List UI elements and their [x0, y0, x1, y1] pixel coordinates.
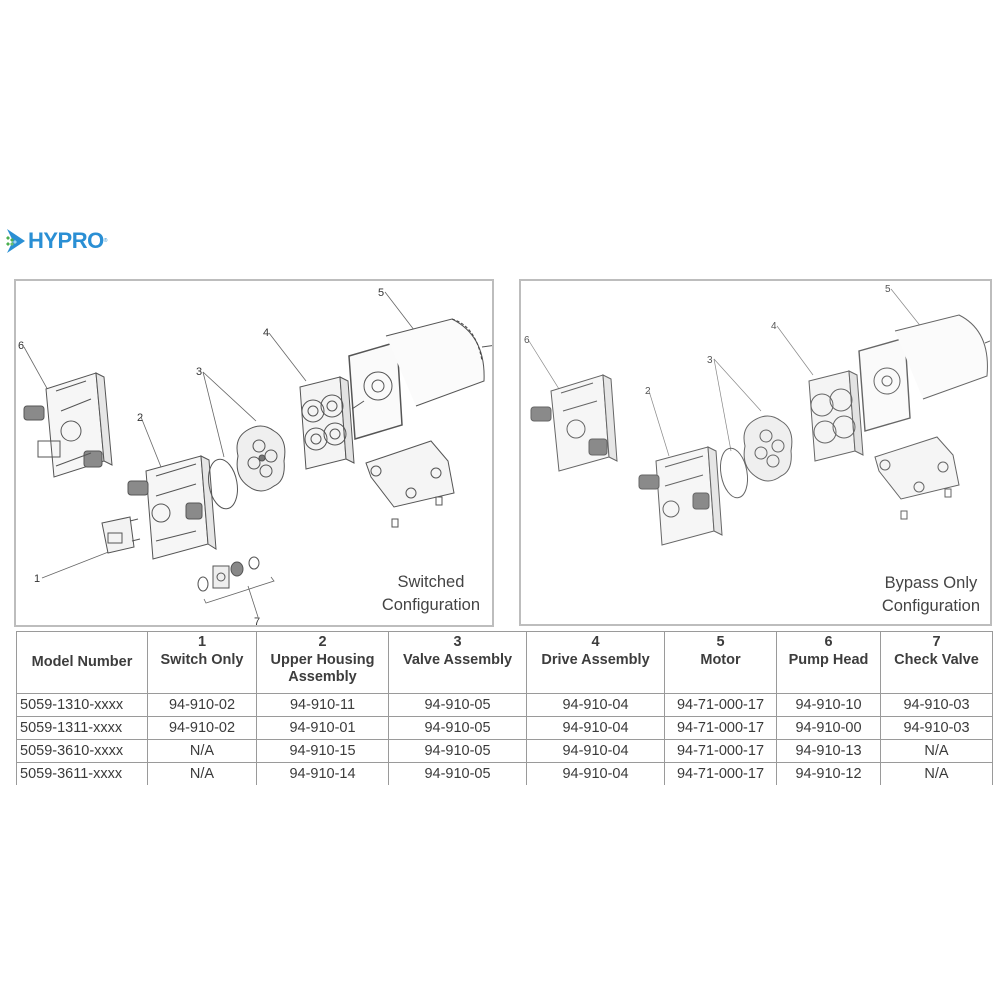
drive-assembly-cell: 94-910-04: [526, 762, 665, 785]
switch-only-cell: 94-910-02: [147, 693, 257, 717]
column-header-valve-assembly: 3 Valve Assembly: [388, 631, 527, 694]
valve-assembly-cell: 94-910-05: [388, 693, 527, 717]
exploded-pump-diagram-bypass: 6 2 3 4 5: [524, 284, 990, 546]
valve-assembly-cell: 94-910-05: [388, 762, 527, 785]
valve-assembly-cell: 94-910-05: [388, 716, 527, 740]
column-number: 4: [591, 634, 600, 650]
svg-text:2: 2: [645, 386, 651, 397]
brand-name: HYPRO: [28, 228, 104, 253]
table-row: 5059-1311-xxxx 94-910-02 94-910-01 94-91…: [16, 716, 993, 740]
svg-text:1: 1: [34, 573, 40, 585]
check-valve-cell: 94-910-03: [880, 716, 993, 740]
column-number: 5: [716, 634, 725, 650]
column-label: Pump Head: [788, 651, 869, 668]
table-row: 5059-3611-xxxx N/A 94-910-14 94-910-05 9…: [16, 762, 993, 785]
column-header-check-valve: 7 Check Valve: [880, 631, 993, 694]
svg-text:6: 6: [18, 340, 24, 352]
svg-text:4: 4: [771, 321, 777, 332]
diagram-caption: Bypass Only Configuration: [882, 572, 980, 618]
table-header-row: Model Number 1 Switch Only 2 Upper Housi…: [16, 631, 993, 694]
column-label: Model Number: [31, 653, 133, 670]
motor-cell: 94-71-000-17: [664, 762, 777, 785]
model-number-cell: 5059-1310-xxxx: [16, 693, 148, 717]
column-label: Switch Only: [160, 651, 244, 668]
upper-housing-cell: 94-910-14: [256, 762, 389, 785]
diagram-caption: Switched Configuration: [382, 571, 480, 617]
upper-housing-cell: 94-910-01: [256, 716, 389, 740]
pump-head-cell: 94-910-00: [776, 716, 881, 740]
check-valve-cell: N/A: [880, 739, 993, 763]
motor-cell: 94-71-000-17: [664, 693, 777, 717]
column-header-model-number: Model Number: [16, 631, 148, 694]
switch-only-cell: 94-910-02: [147, 716, 257, 740]
svg-text:7: 7: [254, 616, 260, 625]
svg-text:5: 5: [885, 284, 891, 295]
model-number-cell: 5059-3610-xxxx: [16, 739, 148, 763]
svg-text:5: 5: [378, 287, 384, 299]
switch-only-cell: N/A: [147, 762, 257, 785]
drive-assembly-cell: 94-910-04: [526, 716, 665, 740]
column-label: Upper Housing Assembly: [270, 651, 375, 686]
column-label: Check Valve: [894, 651, 979, 668]
column-header-motor: 5 Motor: [664, 631, 777, 694]
caption-line-2: Configuration: [881, 597, 980, 615]
column-number: 7: [932, 634, 941, 650]
pump-head-cell: 94-910-10: [776, 693, 881, 717]
upper-housing-cell: 94-910-15: [256, 739, 389, 763]
motor-cell: 94-71-000-17: [664, 716, 777, 740]
registered-mark: ®: [103, 238, 108, 244]
column-header-pump-head: 6 Pump Head: [776, 631, 881, 694]
model-number-cell: 5059-1311-xxxx: [16, 716, 148, 740]
svg-text:3: 3: [196, 366, 202, 378]
caption-line-1: Switched: [397, 573, 465, 591]
pump-head-cell: 94-910-12: [776, 762, 881, 785]
pump-head-cell: 94-910-13: [776, 739, 881, 763]
svg-text:4: 4: [263, 327, 269, 339]
column-number: 3: [453, 634, 462, 650]
check-valve-cell: N/A: [880, 762, 993, 785]
parts-table: Model Number 1 Switch Only 2 Upper Housi…: [16, 631, 993, 785]
column-label: Valve Assembly: [402, 651, 513, 668]
svg-text:6: 6: [524, 335, 530, 346]
model-number-cell: 5059-3611-xxxx: [16, 762, 148, 785]
valve-assembly-cell: 94-910-05: [388, 739, 527, 763]
hypro-chevron-icon: [4, 227, 26, 255]
column-label: Motor: [700, 651, 741, 668]
svg-text:2: 2: [137, 412, 143, 424]
switch-only-cell: N/A: [147, 739, 257, 763]
column-number: 1: [197, 634, 207, 650]
column-header-drive-assembly: 4 Drive Assembly: [526, 631, 665, 694]
svg-text:3: 3: [707, 355, 713, 366]
caption-line-1: Bypass Only: [884, 574, 978, 592]
table-row: 5059-3610-xxxx N/A 94-910-15 94-910-05 9…: [16, 739, 993, 763]
column-label: Drive Assembly: [541, 651, 650, 668]
table-row: 5059-1310-xxxx 94-910-02 94-910-11 94-91…: [16, 693, 993, 717]
drive-assembly-cell: 94-910-04: [526, 739, 665, 763]
check-valve-cell: 94-910-03: [880, 693, 993, 717]
hypro-logo: HYPRO®: [4, 224, 107, 258]
diagram-bypass-only-configuration: 6 2 3 4 5 Bypass Only Configuration: [519, 279, 992, 626]
column-header-switch-only: 1 Switch Only: [147, 631, 257, 694]
drive-assembly-cell: 94-910-04: [526, 693, 665, 717]
column-number: 6: [824, 634, 833, 650]
motor-cell: 94-71-000-17: [664, 739, 777, 763]
column-number: 2: [318, 634, 327, 650]
diagram-switched-configuration: 6 2 3 4 5 1 7 Switched Configuration: [14, 279, 494, 627]
exploded-pump-diagram-switched: 6 2 3 4 5 1 7: [18, 287, 492, 625]
upper-housing-cell: 94-910-11: [256, 693, 389, 717]
caption-line-2: Configuration: [381, 596, 480, 614]
column-header-upper-housing-assembly: 2 Upper Housing Assembly: [256, 631, 389, 694]
